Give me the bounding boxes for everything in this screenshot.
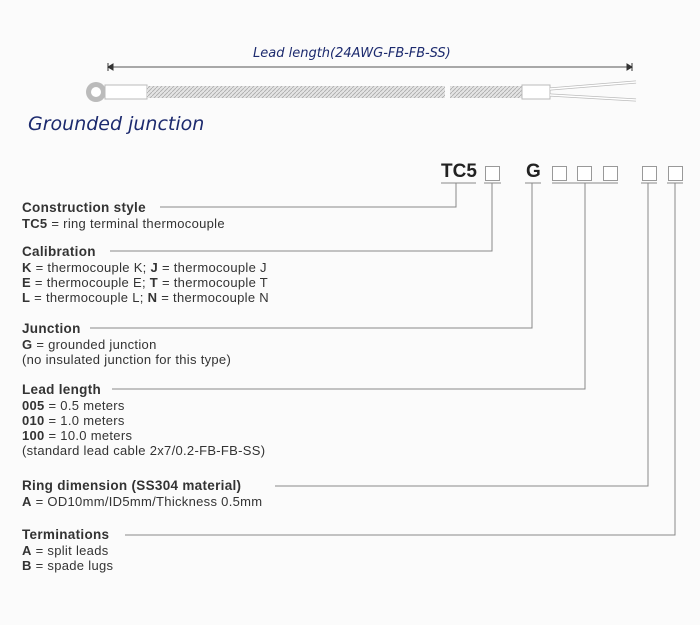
value: = spade lugs: [31, 558, 114, 573]
calibration-box: [485, 166, 500, 181]
key: 005: [22, 398, 45, 413]
section-junction: Junction G = grounded junction (no insul…: [22, 321, 231, 367]
value: = thermocouple E;: [30, 275, 150, 290]
dimension-line: [107, 63, 633, 71]
key: L: [22, 290, 31, 305]
value: (standard lead cable 2x7/0.2-FB-FB-SS): [22, 443, 266, 458]
section-lead-length: Lead length 005 = 0.5 meters 010 = 1.0 m…: [22, 382, 265, 458]
section-construction-style: Construction style TC5 = ring terminal t…: [22, 200, 225, 231]
value: = thermocouple T: [158, 275, 269, 290]
value: = grounded junction: [32, 337, 157, 352]
thermocouple-drawing: [86, 80, 637, 102]
lead-length-box-2: [577, 166, 592, 181]
section-title: Ring dimension (SS304 material): [22, 478, 242, 493]
key: B: [22, 558, 32, 573]
value: = 0.5 meters: [44, 398, 125, 413]
value: = ring terminal thermocouple: [47, 216, 225, 231]
key: E: [22, 275, 31, 290]
key: TC5: [22, 216, 48, 231]
key: J: [150, 260, 159, 275]
section-title: Calibration: [22, 244, 96, 259]
key: G: [22, 337, 33, 352]
section-ring-dimension: Ring dimension (SS304 material) A = OD10…: [22, 478, 262, 509]
key: N: [147, 290, 158, 305]
section-terminations: Terminations A = split leads B = spade l…: [22, 527, 113, 573]
key: T: [149, 275, 159, 290]
value: = thermocouple L;: [30, 290, 148, 305]
code-junction: G: [526, 161, 541, 182]
callout-lines: [90, 182, 683, 536]
key: A: [22, 543, 32, 558]
code-prefix: TC5: [441, 161, 477, 182]
section-calibration: Calibration K = thermocouple K; J = ther…: [22, 244, 269, 305]
value: = 1.0 meters: [44, 413, 125, 428]
lead-length-box-1: [552, 166, 567, 181]
section-title: Terminations: [22, 527, 110, 542]
key: 010: [22, 413, 45, 428]
value: = 10.0 meters: [44, 428, 133, 443]
terminations-box: [668, 166, 683, 181]
value: = OD10mm/ID5mm/Thickness 0.5mm: [31, 494, 263, 509]
value: (no insulated junction for this type): [22, 352, 232, 367]
dimension-label: Lead length(24AWG-FB-FB-SS): [253, 46, 451, 61]
section-title: Construction style: [22, 200, 146, 215]
key: K: [22, 260, 32, 275]
value: = split leads: [31, 543, 109, 558]
value: = thermocouple K;: [31, 260, 151, 275]
ring-dimension-box: [642, 166, 657, 181]
section-title: Junction: [22, 321, 81, 336]
value: = thermocouple J: [158, 260, 267, 275]
lead-length-box-3: [603, 166, 618, 181]
key: 100: [22, 428, 45, 443]
value: = thermocouple N: [157, 290, 269, 305]
key: A: [22, 494, 32, 509]
section-title: Lead length: [22, 382, 102, 397]
drawing-caption: Grounded junction: [28, 113, 205, 135]
